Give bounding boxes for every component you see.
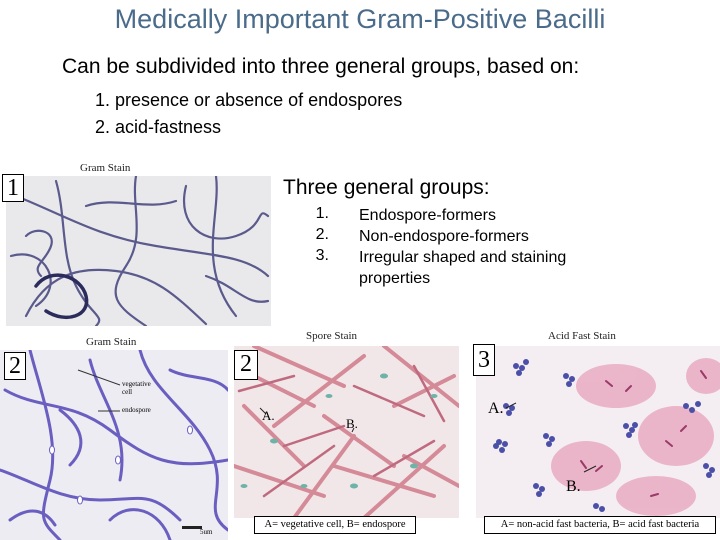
spore-stain-caption: A= vegetative cell, B= endospore [254,516,416,534]
annotation-vegetative-cell: vegetative cell [122,380,151,396]
image-number-2: 2 [4,352,26,380]
annotation-scale: 5um [200,528,213,536]
gram-stain-label-1: Gram Stain [80,162,131,174]
annotation-endospore: endospore [122,406,151,414]
image-number-1: 1 [2,174,24,202]
criterion-1: 1. presence or absence of endospores [95,90,403,110]
image-number-3: 2 [234,350,258,380]
acid-fast-stain-label: Acid Fast Stain [548,330,616,342]
acid-fast-stain-caption: A= non-acid fast bacteria, B= acid fast … [484,516,716,534]
spore-stain-label: Spore Stain [306,330,358,342]
group-number: 3. [315,247,329,264]
criterion-2: 2. acid-fastness [95,117,222,137]
gram-stain-image-2 [0,350,228,540]
group-number: 1. [315,205,329,222]
spore-marker-b: B. [346,416,358,431]
group-item-irregular: Irregular shaped and staining properties [359,249,567,287]
slide-subtitle: Can be subdivided into three general gro… [62,55,580,78]
group-item-non-endospore-formers: Non-endospore-formers [359,228,529,245]
image-number-4: 3 [473,344,495,376]
group-item-endospore-formers: Endospore-formers [359,207,496,224]
gram-stain-label-2: Gram Stain [86,336,137,348]
group-number: 2. [315,226,329,243]
spore-marker-a: A. [262,408,275,423]
acid-fast-stain-image [476,346,720,518]
gram-stain-image-1 [6,176,271,326]
slide-title: Medically Important Gram-Positive Bacill… [114,4,606,34]
acid-fast-marker-b: B. [566,478,581,495]
groups-heading: Three general groups: [283,176,490,199]
spore-stain-image [234,346,459,518]
acid-fast-marker-a: A. [488,400,504,417]
